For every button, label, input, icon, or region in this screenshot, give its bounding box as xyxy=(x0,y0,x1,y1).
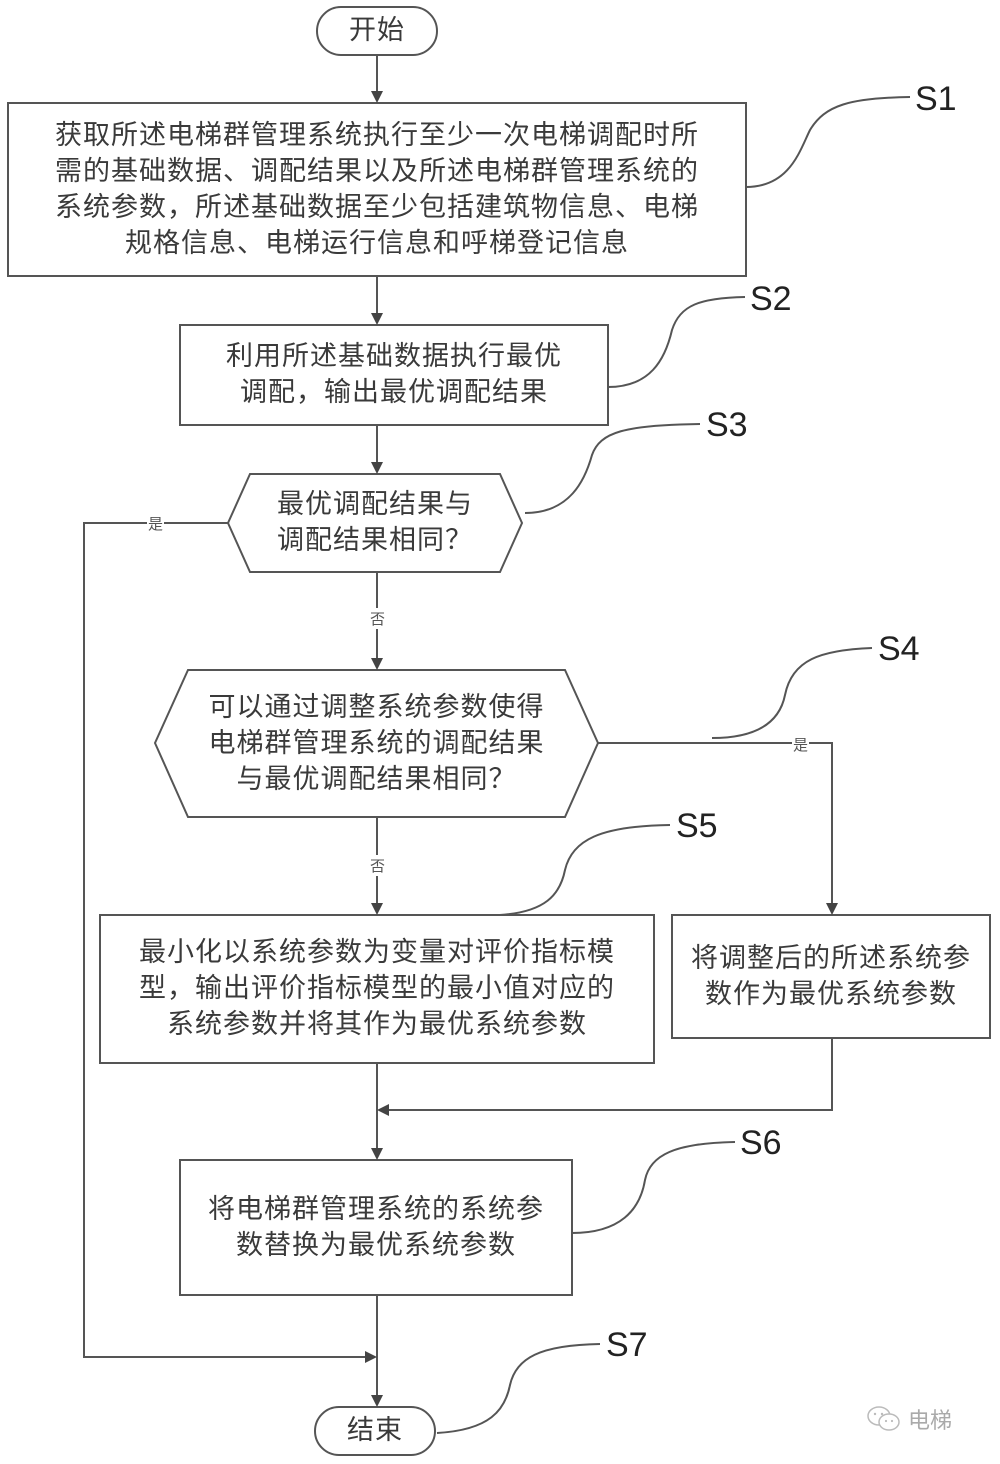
s6-line: 将电梯群管理系统的系统参 xyxy=(208,1193,544,1225)
arrow-merge xyxy=(377,1038,833,1116)
s4-line: 可以通过调整系统参数使得 xyxy=(208,691,545,723)
step-label-s2: S2 xyxy=(750,280,792,318)
s7-callout xyxy=(436,1343,601,1434)
step-label-s6: S6 xyxy=(740,1124,782,1162)
s1-line: 系统参数，所述基础数据至少包括建筑物信息、电梯 xyxy=(55,191,699,223)
branch-label-s3-no: 否 xyxy=(369,608,387,629)
branch-label-s4-no: 否 xyxy=(369,855,387,876)
step-label-s7: S7 xyxy=(606,1326,648,1364)
s3-line: 调配结果相同？ xyxy=(277,525,473,556)
s1-box xyxy=(7,102,747,277)
s5-line: 系统参数并将其作为最优系统参数 xyxy=(167,1009,587,1040)
s4-text: 可以通过调整系统参数使得 电梯群管理系统的调配结果 与最优调配结果相同？ xyxy=(155,670,598,817)
s1-text: 获取所述电梯群管理系统执行至少一次电梯调配时所 需的基础数据、调配结果以及所述电… xyxy=(8,103,746,276)
s1-line: 需的基础数据、调配结果以及所述电梯群管理系统的 xyxy=(55,155,699,187)
s3-callout xyxy=(524,423,701,514)
s6-text: 将电梯群管理系统的系统参 数替换为最优系统参数 xyxy=(180,1160,572,1295)
end-label: 结束 xyxy=(347,1415,403,1446)
s5-line: 型，输出评价指标模型的最小值对应的 xyxy=(139,973,615,1004)
watermark-text: 电梯 xyxy=(908,1409,953,1434)
s4-line: 与最优调配结果相同？ xyxy=(236,763,517,795)
s4-decision xyxy=(153,669,600,818)
s2-box xyxy=(179,324,609,426)
wechat-icon xyxy=(867,1406,900,1431)
s3-line: 最优调配结果与 xyxy=(277,489,473,520)
branch-label-s4-yes: 是 xyxy=(792,734,810,755)
s6-line: 数替换为最优系统参数 xyxy=(236,1229,516,1261)
step-label-s4: S4 xyxy=(878,630,920,668)
end-terminal xyxy=(314,1406,436,1456)
branch-label-s3-yes: 是 xyxy=(147,513,165,534)
start-label: 开始 xyxy=(349,15,405,46)
s1-line: 获取所述电梯群管理系统执行至少一次电梯调配时所 xyxy=(55,119,699,151)
step-label-s1: S1 xyxy=(915,80,957,118)
s5-line: 最小化以系统参数为变量对评价指标模 xyxy=(139,937,615,968)
s2-callout xyxy=(607,296,746,388)
watermark: 电梯 xyxy=(866,1403,952,1435)
step-label-s3: S3 xyxy=(706,406,748,444)
s4-yes-line: 数作为最优系统参数 xyxy=(705,978,957,1010)
s5-box xyxy=(99,914,655,1064)
s1-line: 规格信息、电梯运行信息和呼梯登记信息 xyxy=(125,227,629,259)
s4-callout xyxy=(711,647,873,739)
s4-line: 电梯群管理系统的调配结果 xyxy=(208,727,545,759)
arrow-s4-yes xyxy=(598,742,838,915)
s6-box xyxy=(179,1159,573,1296)
s2-line: 利用所述基础数据执行最优 xyxy=(226,341,562,372)
s4-yes-text: 将调整后的所述系统参 数作为最优系统参数 xyxy=(672,915,990,1038)
s2-line: 调配，输出最优调配结果 xyxy=(240,377,548,408)
s4-yes-line: 将调整后的所述系统参 xyxy=(691,942,971,974)
s3-text: 最优调配结果与 调配结果相同？ xyxy=(228,474,522,572)
s5-text: 最小化以系统参数为变量对评价指标模 型，输出评价指标模型的最小值对应的 系统参数… xyxy=(100,915,654,1063)
s5-callout xyxy=(499,824,671,916)
s4-yes-box xyxy=(671,914,991,1039)
s1-callout xyxy=(745,96,911,188)
s6-callout xyxy=(571,1141,736,1234)
s2-text: 利用所述基础数据执行最优 调配，输出最优调配结果 xyxy=(180,325,608,425)
step-label-s5: S5 xyxy=(676,807,718,845)
